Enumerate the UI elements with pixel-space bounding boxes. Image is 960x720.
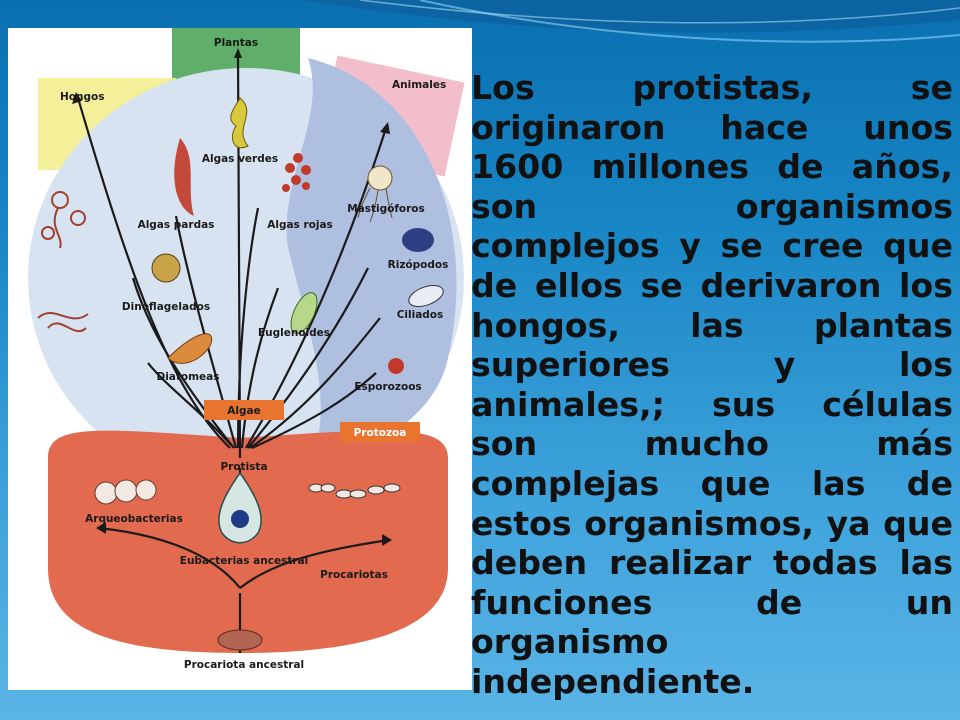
label-eubacterias: Eubacterias ancestral xyxy=(180,555,308,567)
label-algas-pardas: Algas pardas xyxy=(138,219,215,231)
hongos-illustration xyxy=(37,191,89,333)
procariota-ancestral-cell xyxy=(217,629,263,651)
evolution-diagram: Plantas Hongos Animales Algas verdes Alg… xyxy=(8,28,472,690)
label-esporozoos: Esporozoos xyxy=(354,381,421,393)
label-mastigoforos: Mastigóforos xyxy=(347,203,425,215)
algae-box xyxy=(204,400,284,420)
label-rizopodos: Rizópodos xyxy=(388,259,449,271)
euglenoide-illustration xyxy=(290,292,318,334)
label-arqueobacterias: Arqueobacterias xyxy=(85,513,183,525)
rizopodo-illustration xyxy=(402,228,434,252)
ciliado-illustration xyxy=(408,285,444,307)
algas-verdes-illustration xyxy=(230,97,249,149)
diatomea-illustration xyxy=(167,333,213,364)
label-algae: Algae xyxy=(227,405,260,417)
label-hongos: Hongos xyxy=(60,91,104,103)
protista-cell xyxy=(218,471,262,544)
procariotas-illustration xyxy=(308,483,401,499)
label-algas-rojas: Algas rojas xyxy=(267,219,333,231)
label-protozoa: Protozoa xyxy=(354,427,407,439)
label-euglenoides: Euglenoides xyxy=(258,327,330,339)
protista-nucleus xyxy=(231,510,249,528)
label-diatomeas: Diatomeas xyxy=(156,371,219,383)
arqueobacterias-illustration xyxy=(94,479,157,505)
decorative-wave xyxy=(300,0,960,43)
protozoa-box xyxy=(340,422,420,442)
mastigoforo-illustration xyxy=(357,165,393,223)
label-algas-verdes: Algas verdes xyxy=(202,153,278,165)
algas-pardas-illustration xyxy=(174,138,194,216)
esporozoo-illustration xyxy=(388,358,404,374)
label-procariotas: Procariotas xyxy=(320,569,388,581)
algas-rojas-illustration xyxy=(282,153,311,192)
label-protista: Protista xyxy=(220,461,267,473)
protozoa-region xyxy=(286,58,457,468)
label-ciliados: Ciliados xyxy=(397,309,444,321)
label-plantas: Plantas xyxy=(214,37,258,49)
dinoflagelado-illustration xyxy=(151,253,181,283)
label-procariota-ancestral: Procariota ancestral xyxy=(184,659,304,671)
label-animales: Animales xyxy=(392,79,446,91)
label-dinoflagelados: Dinoflagelados xyxy=(122,301,210,313)
slide-paragraph: Los protistas, se originaron hace unos 1… xyxy=(471,68,953,701)
